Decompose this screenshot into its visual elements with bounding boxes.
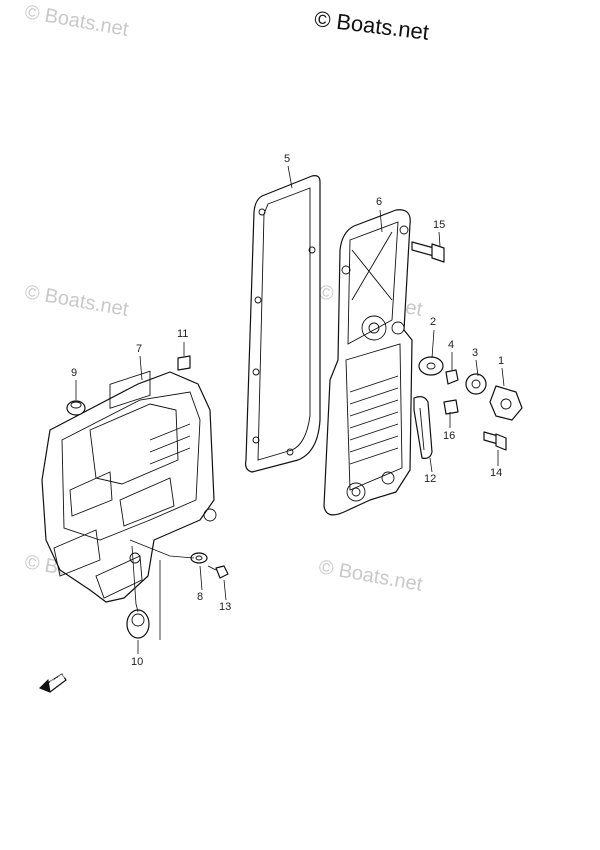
label-part-13: 13 xyxy=(219,601,232,613)
bolt-part-14[interactable] xyxy=(483,431,507,451)
label-part-5: 5 xyxy=(284,153,291,165)
strap-part-12[interactable] xyxy=(413,396,433,459)
label-part-3: 3 xyxy=(472,347,479,359)
label-part-7: 7 xyxy=(136,343,143,355)
label-part-1: 1 xyxy=(498,355,505,367)
leader-lines xyxy=(75,165,505,654)
label-part-6: 6 xyxy=(376,196,383,208)
holder-part-7[interactable] xyxy=(41,370,217,603)
bolt-part-16[interactable] xyxy=(443,399,459,415)
bolt-part-4[interactable] xyxy=(445,369,459,385)
spacer-part-3[interactable] xyxy=(465,373,487,395)
fwd-arrow-icon: FWD xyxy=(39,673,67,693)
grommet-part-9[interactable] xyxy=(66,400,86,416)
bolt-part-15[interactable] xyxy=(411,241,445,263)
label-part-2: 2 xyxy=(430,316,437,328)
bolt-part-13[interactable] xyxy=(207,565,229,579)
label-part-4: 4 xyxy=(448,339,455,351)
label-part-16: 16 xyxy=(443,430,456,442)
cap-part-1[interactable] xyxy=(489,385,523,421)
gasket-part-5[interactable] xyxy=(245,175,321,473)
label-part-14: 14 xyxy=(490,467,503,479)
label-part-10: 10 xyxy=(131,656,144,668)
grommet-part-11[interactable] xyxy=(177,355,191,371)
label-part-11: 11 xyxy=(177,328,189,340)
plate-part-2[interactable] xyxy=(418,356,444,376)
label-part-12: 12 xyxy=(424,473,437,485)
bracket-part-6[interactable] xyxy=(323,209,413,516)
label-part-8: 8 xyxy=(197,591,204,603)
label-part-15: 15 xyxy=(433,219,446,231)
label-part-9: 9 xyxy=(71,367,78,379)
grommet-part-10[interactable] xyxy=(126,609,150,639)
